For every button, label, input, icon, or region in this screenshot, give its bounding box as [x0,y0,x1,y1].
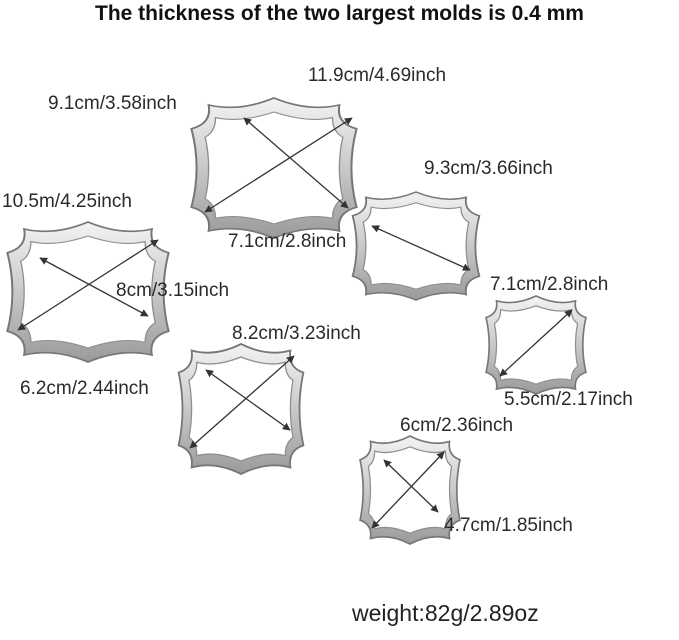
mold-1-width-label: 11.9cm/4.69inch [308,65,447,86]
mold-1-diagonal-label: 7.1cm/2.8inch [228,231,347,252]
mold-3-width-label: 9.3cm/3.66inch [424,158,553,179]
mold-1 [191,98,356,238]
mold-6 [360,436,460,544]
mold-5-height-label: 5.5cm/2.17inch [504,389,633,410]
mold-2-width-label: 10.5m/4.25inch [2,191,132,212]
mold-1-height-label: 9.1cm/3.58inch [48,93,177,114]
mold-6-width-label: 6cm/2.36inch [400,415,514,436]
mold-3 [353,192,480,300]
thickness-title: The thickness of the two largest molds i… [95,2,584,25]
mold-2-diagonal-label: 8cm/3.15inch [116,280,230,301]
mold-2 [7,222,168,362]
mold-4 [179,344,304,474]
mold-5-width-label: 7.1cm/2.8inch [490,274,609,295]
mold-5 [486,296,586,394]
mold-6-height-label: 4.7cm/1.85inch [444,515,573,536]
weight-label: weight:82g/2.89oz [352,600,539,626]
mold-4-width-label: 8.2cm/3.23inch [232,323,361,344]
mold-2-height-label: 6.2cm/2.44inch [20,378,149,399]
